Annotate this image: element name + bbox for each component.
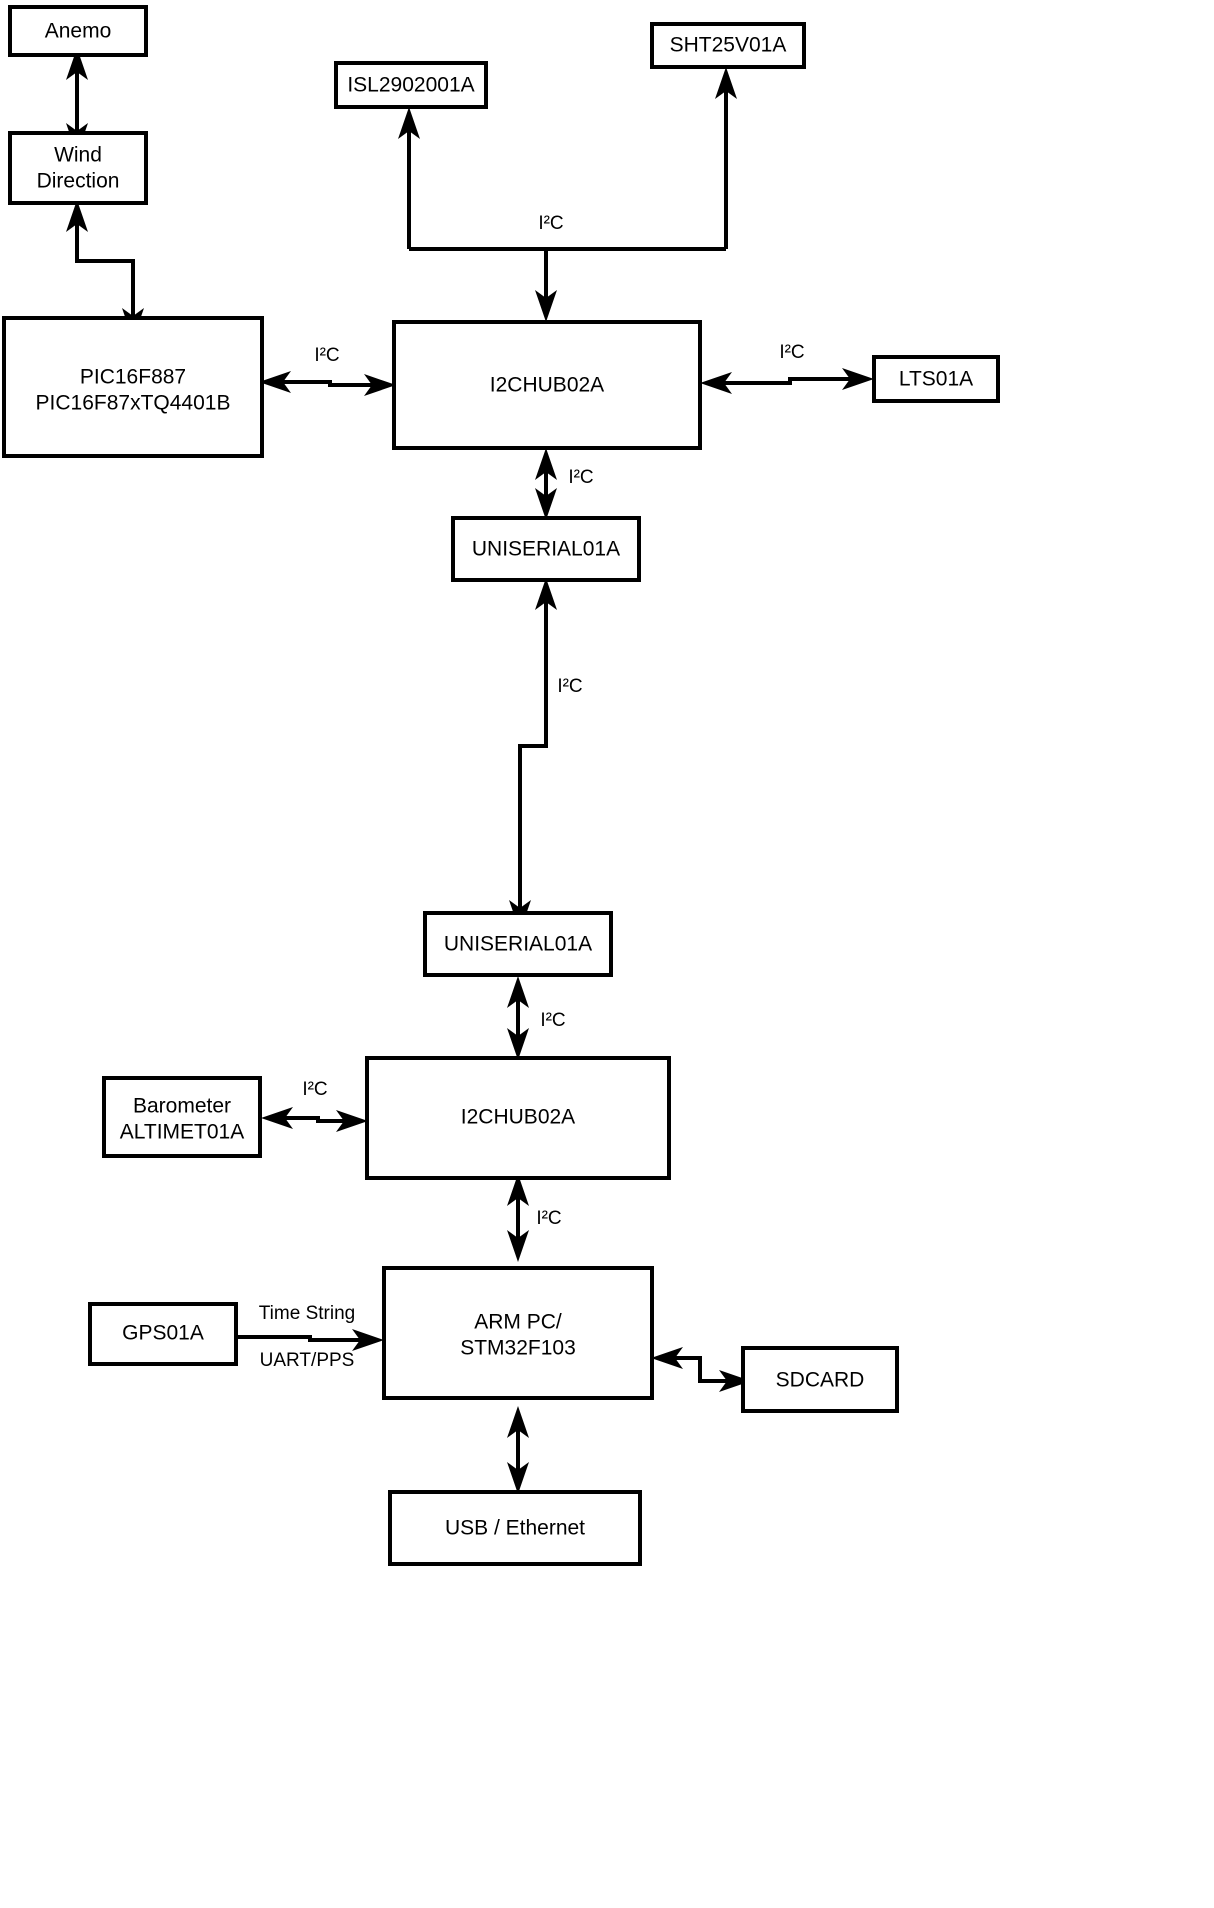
node-barometer-label-line2: ALTIMET01A bbox=[120, 1121, 244, 1144]
node-sdcard[interactable]: SDCARD bbox=[741, 1346, 899, 1413]
edge-label-time-string: Time String bbox=[259, 1303, 355, 1324]
node-uniserial01a-bottom-label: UNISERIAL01A bbox=[444, 933, 592, 956]
arrowhead-down-icon bbox=[507, 1462, 529, 1494]
arrowhead-left-icon bbox=[259, 371, 291, 393]
node-uniserial01a-bottom[interactable]: UNISERIAL01A bbox=[423, 911, 613, 977]
arrowhead-right-icon bbox=[719, 1370, 751, 1392]
edge-uniserial-hubbot bbox=[507, 976, 529, 1060]
edge-label-i2c-pic-hub: I²C bbox=[314, 345, 339, 366]
arrowhead-up-icon bbox=[507, 1174, 529, 1206]
node-pic16f887-label-line1: PIC16F887 bbox=[80, 366, 186, 389]
arrowhead-up-icon bbox=[715, 67, 737, 99]
arrowhead-right-icon bbox=[336, 1110, 368, 1132]
node-lts01a-label: LTS01A bbox=[899, 368, 973, 391]
arrowhead-down-icon bbox=[535, 488, 557, 520]
arrowhead-right-icon bbox=[352, 1329, 384, 1351]
arrowhead-left-icon bbox=[700, 372, 732, 394]
node-sdcard-label: SDCARD bbox=[776, 1369, 865, 1392]
arrowhead-left-icon bbox=[261, 1107, 293, 1129]
arrowhead-down-icon bbox=[507, 1028, 529, 1060]
node-lts01a[interactable]: LTS01A bbox=[872, 355, 1000, 403]
node-usb-ethernet[interactable]: USB / Ethernet bbox=[388, 1490, 642, 1566]
node-uniserial01a-top[interactable]: UNISERIAL01A bbox=[451, 516, 641, 582]
node-arm-pc-stm32f103[interactable]: ARM PC/ STM32F103 bbox=[382, 1266, 654, 1400]
arrowhead-right-icon bbox=[364, 374, 396, 396]
edge-label-i2c-hub-uniserial: I²C bbox=[568, 467, 593, 488]
edge-label-i2c-uniserial-link: I²C bbox=[557, 676, 582, 697]
node-barometer-label-line1: Barometer bbox=[133, 1095, 231, 1118]
node-sht25v01a[interactable]: SHT25V01A bbox=[650, 22, 806, 69]
arrowhead-up-icon bbox=[66, 48, 88, 80]
edge-label-i2c-uniserial-hubbot: I²C bbox=[540, 1010, 565, 1031]
node-gps01a[interactable]: GPS01A bbox=[88, 1302, 238, 1366]
arrowhead-up-icon bbox=[507, 1406, 529, 1438]
node-i2chub02a-top[interactable]: I2CHUB02A bbox=[392, 320, 702, 450]
arrowhead-down-icon bbox=[507, 1230, 529, 1262]
node-arm-pc-label-line2: STM32F103 bbox=[460, 1337, 576, 1360]
node-anemo[interactable]: Anemo bbox=[8, 5, 148, 57]
edge-label-i2c-hub-lts: I²C bbox=[779, 342, 804, 363]
arrowhead-right-icon bbox=[842, 368, 874, 390]
node-wind-direction-label-line2: Direction bbox=[37, 170, 120, 193]
node-wind-direction[interactable]: Wind Direction bbox=[8, 131, 148, 205]
edge-arm-sdcard bbox=[651, 1347, 751, 1392]
node-pic16f887[interactable]: PIC16F887 PIC16F87xTQ4401B bbox=[2, 316, 264, 458]
edge-hub-uniserial-top bbox=[535, 448, 557, 520]
edge-gps-arm bbox=[238, 1329, 384, 1351]
arrowhead-up-icon bbox=[398, 107, 420, 139]
edge-arm-usb bbox=[507, 1406, 529, 1494]
edge-baro-hubbot bbox=[261, 1107, 368, 1132]
node-isl2902001a[interactable]: ISL2902001A bbox=[334, 61, 488, 109]
edge-pic-hub bbox=[259, 371, 396, 396]
edge-hub-lts bbox=[700, 368, 874, 394]
edge-label-uart-pps: UART/PPS bbox=[260, 1350, 355, 1371]
edge-uniserial-link bbox=[509, 578, 557, 932]
node-usb-ethernet-label: USB / Ethernet bbox=[445, 1517, 585, 1540]
arrowhead-up-icon bbox=[507, 976, 529, 1008]
node-arm-pc-label-line1: ARM PC/ bbox=[474, 1311, 562, 1334]
node-uniserial01a-top-label: UNISERIAL01A bbox=[472, 538, 620, 561]
node-barometer-altimet01a[interactable]: Barometer ALTIMET01A bbox=[102, 1076, 262, 1158]
arrowhead-up-icon bbox=[66, 200, 88, 232]
edge-hub-sensorbus bbox=[398, 67, 737, 322]
edge-label-i2c-baro-hubbot: I²C bbox=[302, 1079, 327, 1100]
arrowhead-up-icon bbox=[535, 578, 557, 610]
node-wind-direction-label-line1: Wind bbox=[54, 144, 102, 167]
edge-hubbot-arm bbox=[507, 1174, 529, 1262]
edge-label-i2c-hubbot-arm: I²C bbox=[536, 1208, 561, 1229]
node-gps01a-label: GPS01A bbox=[122, 1322, 204, 1345]
edge-label-i2c-sensorbus: I²C bbox=[538, 213, 563, 234]
arrowhead-up-icon bbox=[535, 448, 557, 480]
arrowhead-left-icon bbox=[651, 1347, 683, 1369]
node-i2chub02a-top-label: I2CHUB02A bbox=[490, 374, 604, 397]
node-isl2902001a-label: ISL2902001A bbox=[347, 74, 474, 97]
arrowhead-down-icon bbox=[535, 290, 557, 322]
node-i2chub02a-bottom[interactable]: I2CHUB02A bbox=[365, 1056, 671, 1180]
node-anemo-label: Anemo bbox=[45, 20, 112, 43]
node-sht25v01a-label: SHT25V01A bbox=[670, 34, 787, 57]
node-pic16f887-label-line2: PIC16F87xTQ4401B bbox=[36, 392, 231, 415]
node-i2chub02a-bottom-label: I2CHUB02A bbox=[461, 1106, 575, 1129]
